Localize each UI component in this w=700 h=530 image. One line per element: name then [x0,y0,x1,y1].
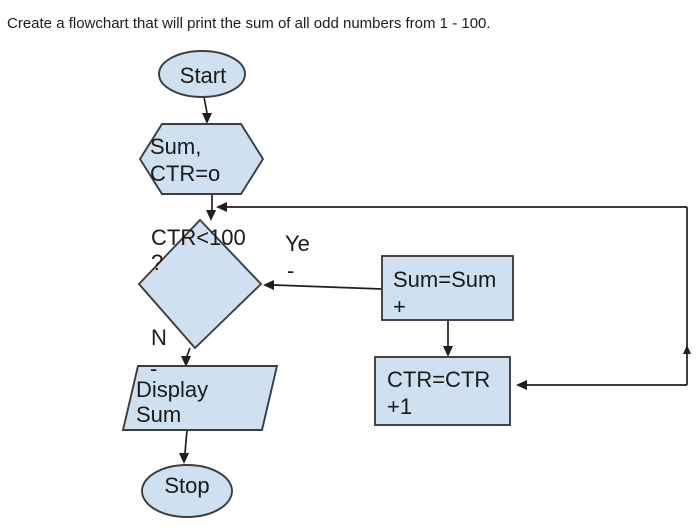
loop-right-up-head [683,345,691,354]
yes-branch-label: Ye [285,231,310,256]
page-title: Create a flowchart that will print the s… [7,15,491,32]
arrow-decision-to-display-head [181,356,191,367]
start-node-label: Start [179,63,227,88]
arrow-sum-to-decision-head [263,280,274,290]
no-branch-dash: - [150,356,158,381]
ctr-process-label: CTR=CTR+1 [387,366,490,420]
start-terminator-shape [158,50,246,98]
decision-diamond-shape [137,218,263,350]
display-line1: Display [136,377,209,402]
ctr-process-rect-shape [374,356,511,426]
decision-line2: ? [151,250,164,275]
arrow-start-to-init-head [202,113,212,124]
loop-bottom-head [516,380,527,390]
sum-process-label: Sum=Sum+ [393,266,496,320]
arrow-decision-to-display [181,347,191,367]
preparation-hexagon-shape [138,123,265,195]
arrow-decision-to-display-line [186,347,191,357]
arrow-sum-to-ctr [443,320,453,357]
arrow-sum-to-decision [263,280,383,290]
arrow-init-to-decision [206,194,216,221]
arrow-start-to-init [202,96,212,124]
init-line2: CTR=o [150,161,221,186]
decision-node-label: CTR<100? [151,225,246,275]
sum-process-line2: + [393,294,406,319]
display-line2: Sum [136,402,182,427]
yes-branch-dash: - [287,258,295,283]
sum-process-line1: Sum=Sum [393,267,497,292]
stop-terminator-shape [141,464,233,518]
arrow-start-to-init-line [203,96,208,114]
arrow-sum-to-decision-line [273,284,383,290]
loop-back-connector [216,202,691,390]
loop-top-head [216,202,227,212]
ctr-process-line2: +1 [387,394,413,419]
arrow-init-to-decision-head [206,210,216,221]
init-line1: Sum, [150,134,202,159]
no-branch-label: N [151,325,167,350]
ctr-process-line1: CTR=CTR [387,367,491,392]
decision-line1: CTR<100 [151,225,246,250]
arrow-sum-to-ctr-head [443,346,453,357]
stop-node-label: Stop [164,473,210,498]
init-node-label: Sum,CTR=o [150,133,220,187]
arrow-display-to-stop-head [179,453,189,464]
display-parallelogram-shape [121,365,279,431]
arrow-display-to-stop-line [184,429,188,454]
arrow-display-to-stop [179,429,189,464]
sum-process-rect-shape [381,255,514,321]
